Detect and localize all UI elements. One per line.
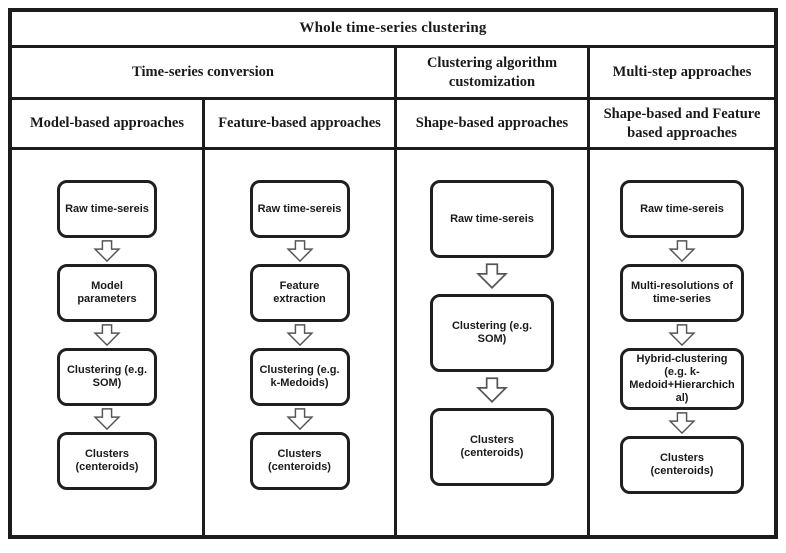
down-arrow-icon: [476, 377, 508, 403]
flow-step-box: Raw time-sereis: [430, 180, 554, 258]
approach-shape-based: Shape-based approaches: [394, 97, 587, 147]
down-arrow-icon: [668, 240, 696, 262]
category-multi-step-approaches: Multi-step approaches: [587, 45, 774, 97]
flow-step-box: Raw time-sereis: [620, 180, 744, 238]
approach-shape-and-feature-based: Shape-based and Feature based approaches: [587, 97, 774, 147]
down-arrow-icon: [668, 412, 696, 434]
flow-step-box: Clusters (centeroids): [620, 435, 744, 494]
approach-model-based: Model-based approaches: [12, 97, 202, 147]
flow-step-box: Hybrid-clustering (e.g. k-Medoid+Hierarc…: [620, 348, 744, 410]
down-arrow-icon: [93, 240, 121, 262]
category-clustering-algorithm-customization: Clustering algorithm customization: [394, 45, 587, 97]
down-arrow-icon: [668, 324, 696, 346]
flow-step-box: Clustering (e.g. k-Medoids): [249, 348, 350, 406]
down-arrow-icon: [476, 263, 508, 289]
flow-step-box: Raw time-sereis: [57, 180, 157, 238]
category-time-series-conversion: Time-series conversion: [12, 45, 394, 97]
flow-step-box: Clusters (centeroids): [430, 408, 554, 486]
down-arrow-icon: [93, 324, 121, 346]
flow-step-box: Clusters (centeroids): [249, 432, 350, 490]
diagram-title: Whole time-series clustering: [12, 12, 774, 45]
flow-shape-and-feature-based: Raw time-sereis Multi-resolutions of tim…: [587, 147, 774, 535]
flow-step-box: Raw time-sereis: [249, 180, 350, 238]
flow-model-based: Raw time-sereis Model parameters Cluster…: [12, 147, 202, 535]
flow-step-box: Clusters (centeroids): [57, 432, 157, 490]
flow-shape-based: Raw time-sereis Clustering (e.g. SOM) Cl…: [394, 147, 587, 535]
flow-step-box: Feature extraction: [249, 264, 350, 322]
approach-feature-based: Feature-based approaches: [202, 97, 394, 147]
down-arrow-icon: [285, 408, 314, 430]
flow-step-box: Multi-resolutions of time-series: [620, 264, 744, 322]
down-arrow-icon: [93, 408, 121, 430]
down-arrow-icon: [285, 324, 314, 346]
down-arrow-icon: [285, 240, 314, 262]
flow-feature-based: Raw time-sereis Feature extraction Clust…: [202, 147, 394, 535]
flow-step-box: Clustering (e.g. SOM): [430, 294, 554, 372]
taxonomy-table: Whole time-series clustering Time-series…: [8, 8, 778, 539]
flow-step-box: Model parameters: [57, 264, 157, 322]
flow-step-box: Clustering (e.g. SOM): [57, 348, 157, 406]
